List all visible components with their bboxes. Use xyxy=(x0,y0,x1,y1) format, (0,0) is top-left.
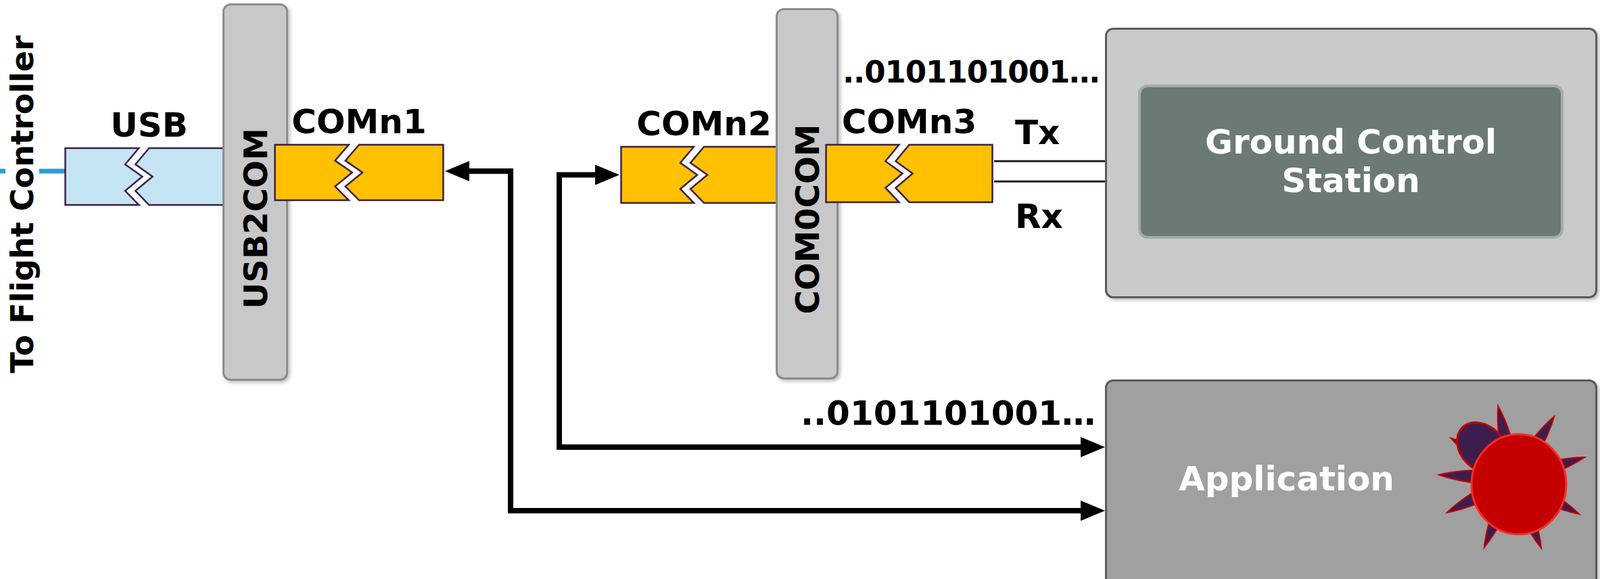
heading-holder: COMn2 xyxy=(636,106,771,141)
bit-stream-holder: ..0101101001… xyxy=(842,56,1099,88)
rotated-holder: COM0COM xyxy=(791,124,824,315)
bit-stream-holder: ..0101101001… xyxy=(800,396,1096,431)
plug-half xyxy=(621,146,698,203)
ground-station-box: Ground Control Station xyxy=(1104,27,1598,299)
serial-line xyxy=(994,160,1105,163)
rotated-holder: USB2COM xyxy=(239,127,272,309)
side-caption-holder: To Flight Controller xyxy=(5,31,40,377)
signal-label: Tx xyxy=(1015,115,1060,150)
signal-label: Rx xyxy=(1015,199,1064,234)
plug-half xyxy=(895,144,993,203)
signal-label-holder: Rx xyxy=(1015,199,1064,234)
plug-half xyxy=(135,148,233,205)
plug-half xyxy=(826,144,903,203)
node-text: COMn1 xyxy=(291,104,427,139)
plug-shape xyxy=(63,146,235,207)
node-text: USB xyxy=(110,108,188,143)
plug-shape xyxy=(824,142,995,205)
plug-half xyxy=(65,148,143,205)
node-text: COM0COM xyxy=(791,124,824,315)
usb-connector: USB xyxy=(63,146,235,207)
node-text: COMn2 xyxy=(636,106,771,141)
bit-stream: ..0101101001… xyxy=(842,56,1099,88)
plug-half xyxy=(690,146,788,203)
station-panel: Ground Control Station xyxy=(1138,84,1564,239)
data-arrow xyxy=(465,171,1085,511)
bug-illustration xyxy=(1425,390,1600,567)
node-text: Application xyxy=(1178,461,1395,496)
com-port: COMn3 xyxy=(824,142,995,205)
bit-stream: ..0101101001… xyxy=(800,396,1096,431)
text-holder: Application xyxy=(1178,461,1395,496)
bug-legs xyxy=(1439,404,1587,552)
plug-shape xyxy=(273,142,445,203)
node-text: COMn3 xyxy=(841,104,977,139)
serial-line xyxy=(994,180,1105,183)
bug-body xyxy=(1471,434,1567,535)
plug-half xyxy=(345,144,444,201)
signal-label-holder: Tx xyxy=(1015,115,1060,150)
node-text: Ground Control Station xyxy=(1161,123,1541,201)
heading-holder: COMn3 xyxy=(841,104,977,139)
node-text: USB2COM xyxy=(239,127,272,309)
com-port: COMn2 xyxy=(619,144,789,205)
application-box: Application xyxy=(1104,379,1598,579)
com-port: COMn1 xyxy=(273,142,445,203)
plug-shape xyxy=(619,144,789,205)
heading-holder: COMn1 xyxy=(291,104,427,139)
plug-half xyxy=(275,144,353,201)
heading-holder: USB xyxy=(110,108,188,143)
side-caption: To Flight Controller xyxy=(5,31,40,377)
